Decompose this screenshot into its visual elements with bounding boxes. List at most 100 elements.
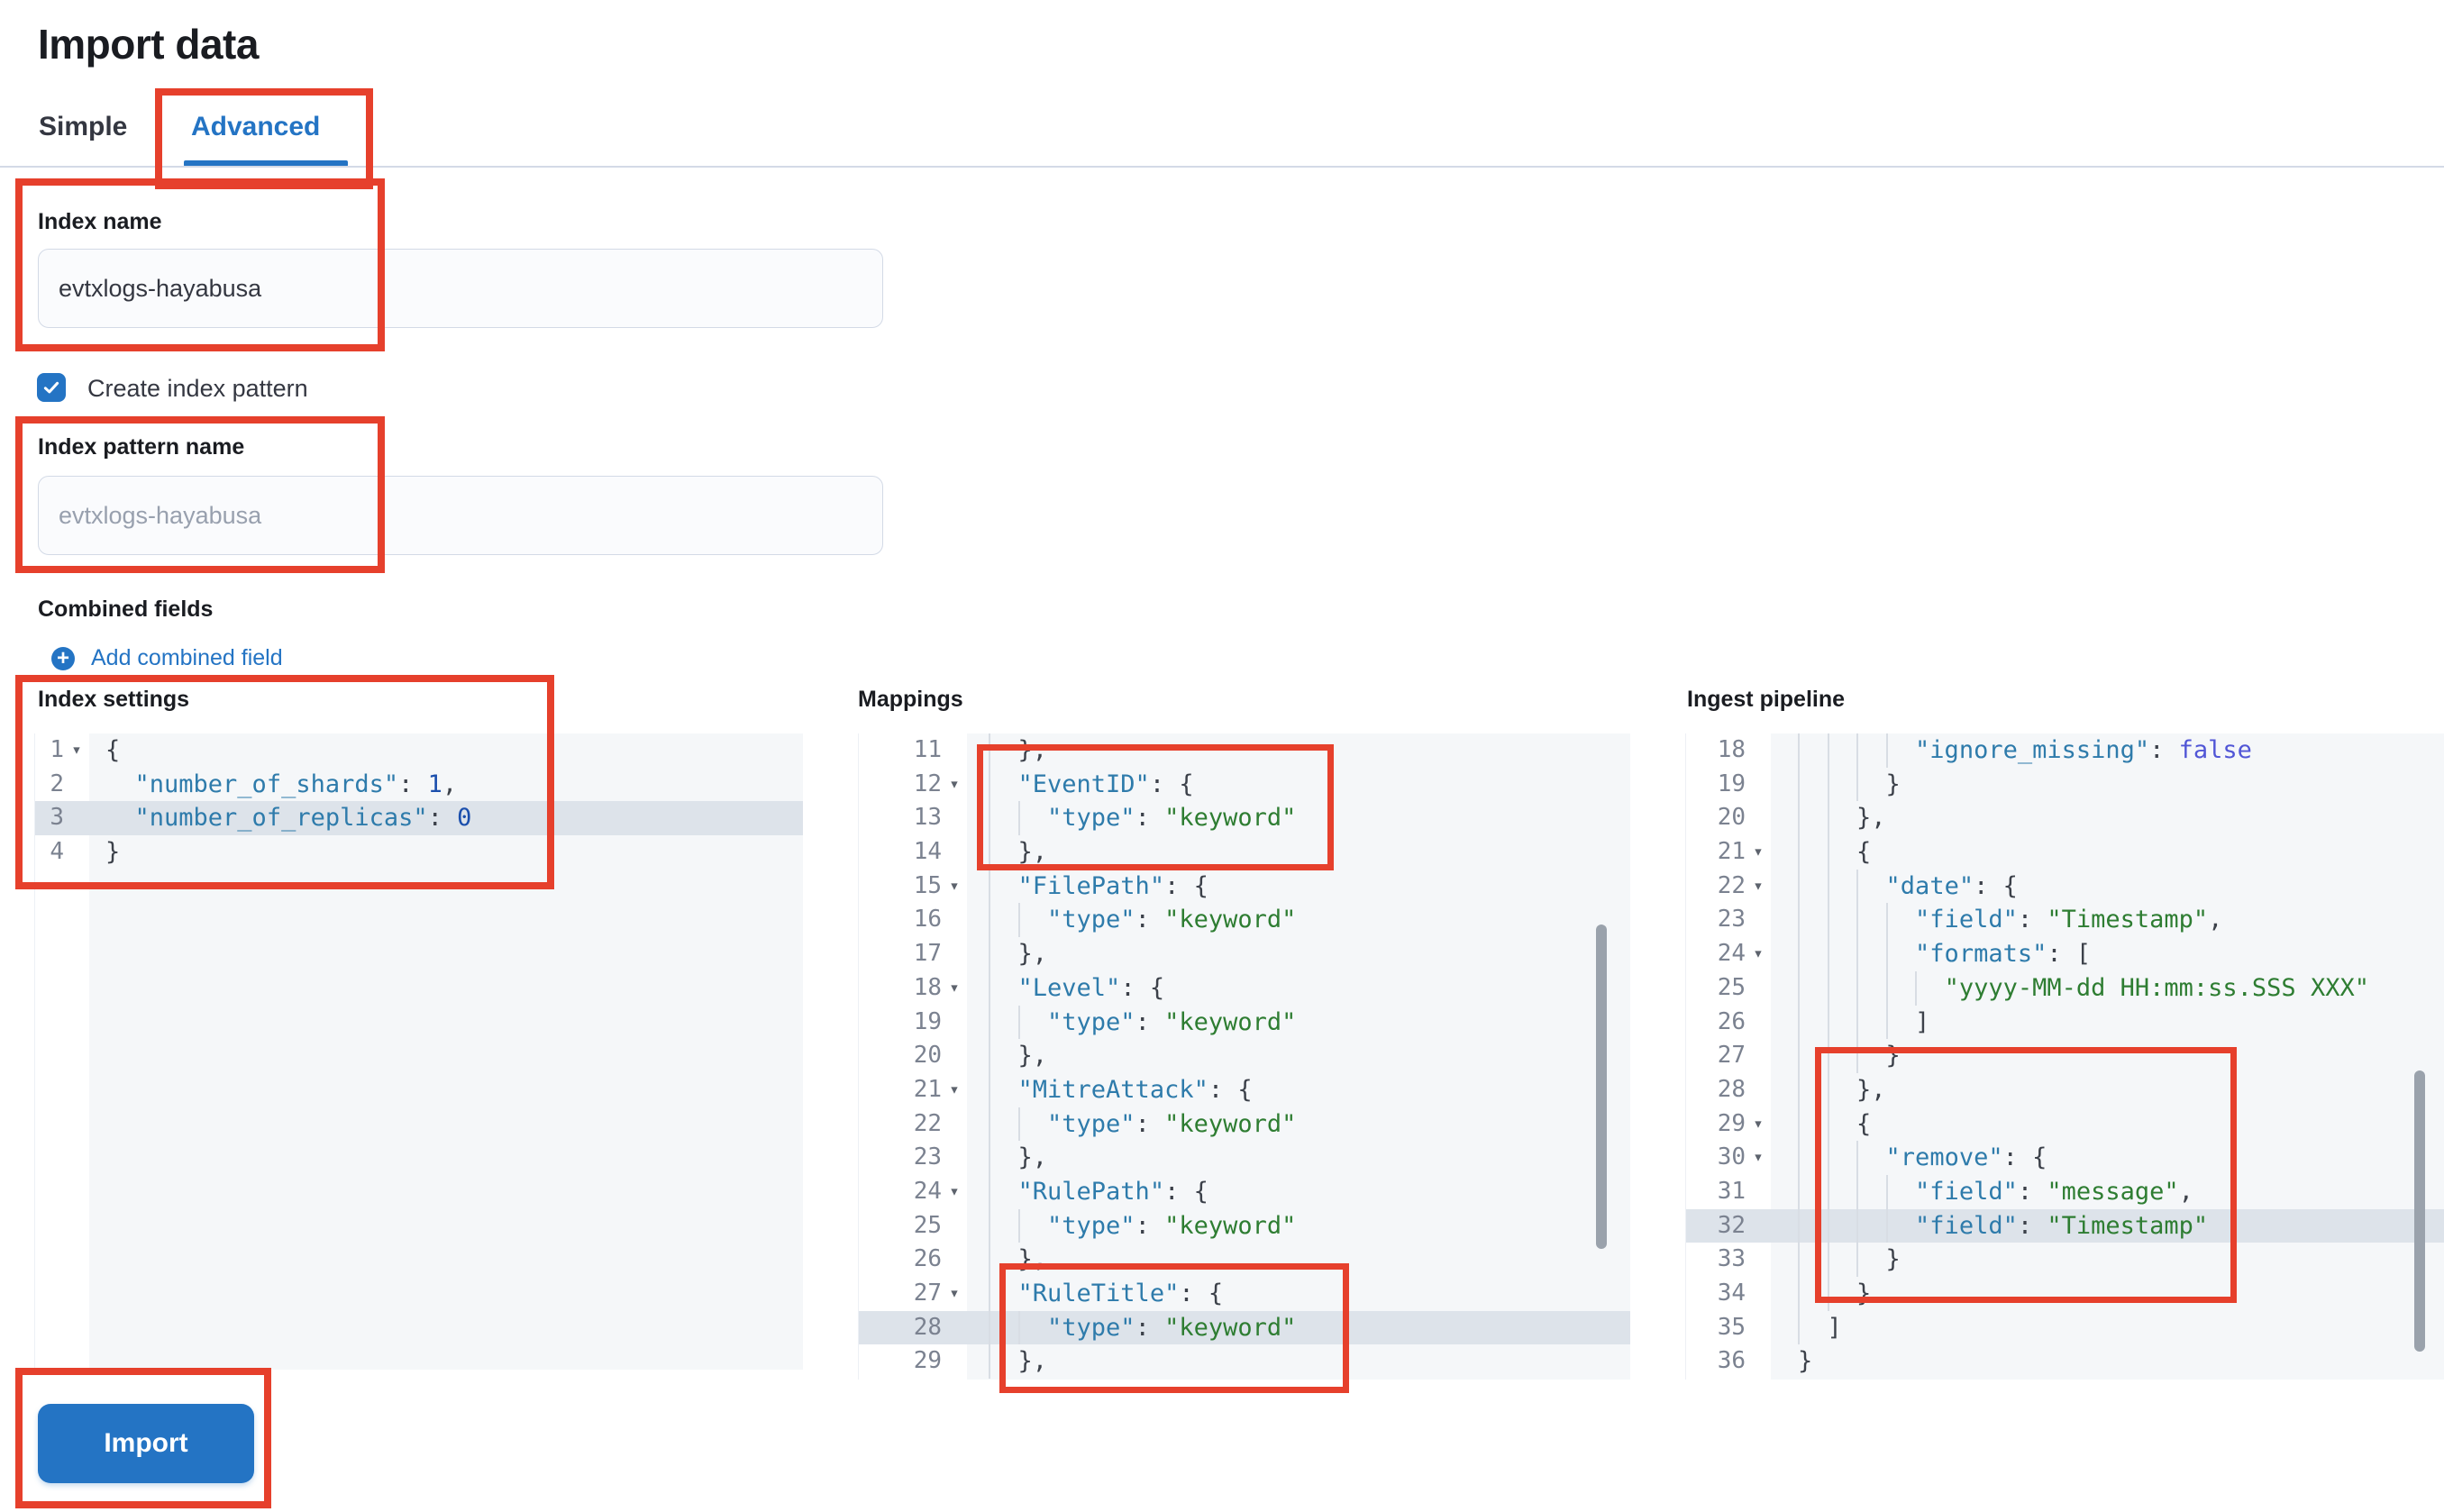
gutter-cell: 3 xyxy=(35,801,89,835)
code-line-ingest_pipeline-18[interactable]: 18 "ignore_missing": false xyxy=(1686,733,2444,768)
indent-guide xyxy=(989,1072,990,1107)
create-index-pattern-checkbox[interactable] xyxy=(37,373,66,402)
code-line-ingest_pipeline-29[interactable]: 29▾ { xyxy=(1686,1107,2444,1142)
index-name-label: Index name xyxy=(38,209,162,234)
gutter-cell: 16 xyxy=(859,903,967,937)
gutter-cell: 18 xyxy=(1686,733,1771,768)
fold-arrow-icon[interactable]: ▾ xyxy=(949,1079,960,1099)
code-line-mappings-13[interactable]: 13 "type": "keyword" xyxy=(859,801,1630,836)
fold-arrow-icon[interactable]: ▾ xyxy=(949,773,960,794)
indent-guide xyxy=(1885,1005,1888,1040)
gutter-cell: 23 xyxy=(859,1141,967,1175)
gutter-cell: 23 xyxy=(1686,903,1771,937)
code-line-ingest_pipeline-31[interactable]: 31 "field": "message", xyxy=(1686,1174,2444,1209)
code-line-ingest_pipeline-22[interactable]: 22▾ "date": { xyxy=(1686,869,2444,904)
fold-arrow-icon[interactable]: ▾ xyxy=(1753,875,1764,896)
mappings-scrollbar-thumb[interactable] xyxy=(1596,925,1607,1249)
code-line-ingest_pipeline-24[interactable]: 24▾ "formats": [ xyxy=(1686,937,2444,971)
fold-arrow-icon[interactable]: ▾ xyxy=(1753,1113,1764,1134)
index-settings-editor[interactable]: 1▾{2 "number_of_shards": 1,3 "number_of_… xyxy=(34,733,803,1370)
code-line-mappings-27[interactable]: 27▾ "RuleTitle": { xyxy=(859,1277,1630,1311)
line-number: 23 xyxy=(913,1143,942,1171)
code-line-mappings-16[interactable]: 16 "type": "keyword" xyxy=(859,903,1630,938)
code-text: "remove": { xyxy=(1771,1141,2444,1175)
code-line-index_settings-2[interactable]: 2 "number_of_shards": 1, xyxy=(35,768,803,802)
indent-guide xyxy=(1827,1208,1829,1243)
index-pattern-name-input[interactable] xyxy=(38,476,883,555)
fold-arrow-icon[interactable]: ▾ xyxy=(949,977,960,997)
code-line-ingest_pipeline-33[interactable]: 33 } xyxy=(1686,1243,2444,1277)
code-line-mappings-22[interactable]: 22 "type": "keyword" xyxy=(859,1107,1630,1142)
code-line-index_settings-1[interactable]: 1▾{ xyxy=(35,733,803,768)
code-text: "field": "Timestamp", xyxy=(1771,903,2444,938)
code-line-mappings-18[interactable]: 18▾ "Level": { xyxy=(859,970,1630,1006)
code-line-mappings-17[interactable]: 17 }, xyxy=(859,937,1630,971)
gutter-cell: 29 xyxy=(859,1344,967,1379)
code-line-ingest_pipeline-36[interactable]: 36} xyxy=(1686,1344,2444,1379)
indent-guide xyxy=(989,1310,990,1345)
fold-arrow-icon[interactable]: ▾ xyxy=(71,740,82,760)
code-text: "type": "keyword" xyxy=(967,1107,1630,1142)
indent-guide xyxy=(1856,1243,1859,1277)
code-line-mappings-14[interactable]: 14 }, xyxy=(859,835,1630,870)
code-line-ingest_pipeline-34[interactable]: 34 } xyxy=(1686,1277,2444,1311)
mappings-editor[interactable]: 11 },12▾ "EventID": {13 "type": "keyword… xyxy=(858,733,1630,1380)
line-number: 19 xyxy=(913,1007,942,1035)
code-text: "yyyy-MM-dd HH:mm:ss.SSS XXX" xyxy=(1771,970,2444,1006)
code-line-ingest_pipeline-35[interactable]: 35 ] xyxy=(1686,1310,2444,1345)
index-name-input[interactable] xyxy=(38,249,883,328)
code-line-ingest_pipeline-23[interactable]: 23 "field": "Timestamp", xyxy=(1686,903,2444,938)
code-line-mappings-21[interactable]: 21▾ "MitreAttack": { xyxy=(859,1072,1630,1107)
code-line-mappings-12[interactable]: 12▾ "EventID": { xyxy=(859,767,1630,802)
tab-simple[interactable]: Simple xyxy=(39,112,128,141)
tab-advanced[interactable]: Advanced xyxy=(191,112,321,141)
indent-guide xyxy=(1885,970,1888,1006)
gutter-cell: 34 xyxy=(1686,1277,1771,1311)
code-line-mappings-11[interactable]: 11 }, xyxy=(859,733,1630,768)
import-button[interactable]: Import xyxy=(38,1404,254,1483)
code-line-mappings-20[interactable]: 20 }, xyxy=(859,1039,1630,1073)
indent-guide xyxy=(1798,1107,1800,1142)
line-number: 22 xyxy=(1717,871,1746,899)
add-combined-field-link[interactable]: Add combined field xyxy=(91,645,283,670)
code-line-ingest_pipeline-26[interactable]: 26 ] xyxy=(1686,1005,2444,1040)
line-number: 26 xyxy=(913,1245,942,1273)
code-line-ingest_pipeline-30[interactable]: 30▾ "remove": { xyxy=(1686,1141,2444,1175)
fold-arrow-icon[interactable]: ▾ xyxy=(1753,943,1764,964)
code-line-mappings-15[interactable]: 15▾ "FilePath": { xyxy=(859,869,1630,904)
code-line-mappings-24[interactable]: 24▾ "RulePath": { xyxy=(859,1174,1630,1209)
tabs-divider xyxy=(0,166,2444,168)
code-text: "number_of_replicas": 0 xyxy=(134,804,472,833)
mappings-label: Mappings xyxy=(858,687,963,712)
code-line-mappings-25[interactable]: 25 "type": "keyword" xyxy=(859,1208,1630,1243)
code-line-index_settings-4[interactable]: 4} xyxy=(35,835,803,870)
code-line-ingest_pipeline-25[interactable]: 25 "yyyy-MM-dd HH:mm:ss.SSS XXX" xyxy=(1686,970,2444,1006)
code-text: }, xyxy=(967,835,1630,870)
fold-arrow-icon[interactable]: ▾ xyxy=(949,875,960,896)
indent-guide xyxy=(1827,1243,1829,1277)
code-line-mappings-23[interactable]: 23 }, xyxy=(859,1141,1630,1175)
code-text: "number_of_shards": 1, xyxy=(134,770,458,798)
line-number: 3 xyxy=(50,804,64,832)
code-line-ingest_pipeline-32[interactable]: 32 "field": "Timestamp" xyxy=(1686,1208,2444,1243)
code-line-mappings-29[interactable]: 29 }, xyxy=(859,1344,1630,1380)
code-line-ingest_pipeline-28[interactable]: 28 }, xyxy=(1686,1072,2444,1107)
indent-guide xyxy=(1856,1174,1859,1209)
fold-arrow-icon[interactable]: ▾ xyxy=(1753,842,1764,862)
code-line-mappings-26[interactable]: 26 }, xyxy=(859,1243,1630,1277)
code-line-mappings-19[interactable]: 19 "type": "keyword" xyxy=(859,1005,1630,1040)
code-line-index_settings-3[interactable]: 3 "number_of_replicas": 0 xyxy=(35,801,803,836)
code-line-ingest_pipeline-19[interactable]: 19 } xyxy=(1686,767,2444,802)
fold-arrow-icon[interactable]: ▾ xyxy=(949,1283,960,1303)
code-line-ingest_pipeline-20[interactable]: 20 }, xyxy=(1686,801,2444,836)
ingest-scrollbar-thumb[interactable] xyxy=(2414,1070,2425,1352)
line-number: 22 xyxy=(913,1109,942,1137)
fold-arrow-icon[interactable]: ▾ xyxy=(1753,1147,1764,1168)
indent-guide xyxy=(1885,1174,1888,1209)
code-line-ingest_pipeline-27[interactable]: 27 } xyxy=(1686,1039,2444,1073)
fold-arrow-icon[interactable]: ▾ xyxy=(949,1180,960,1201)
code-text: ] xyxy=(1771,1005,2444,1040)
code-line-ingest_pipeline-21[interactable]: 21▾ { xyxy=(1686,835,2444,870)
code-line-mappings-28[interactable]: 28 "type": "keyword" xyxy=(859,1310,1630,1345)
